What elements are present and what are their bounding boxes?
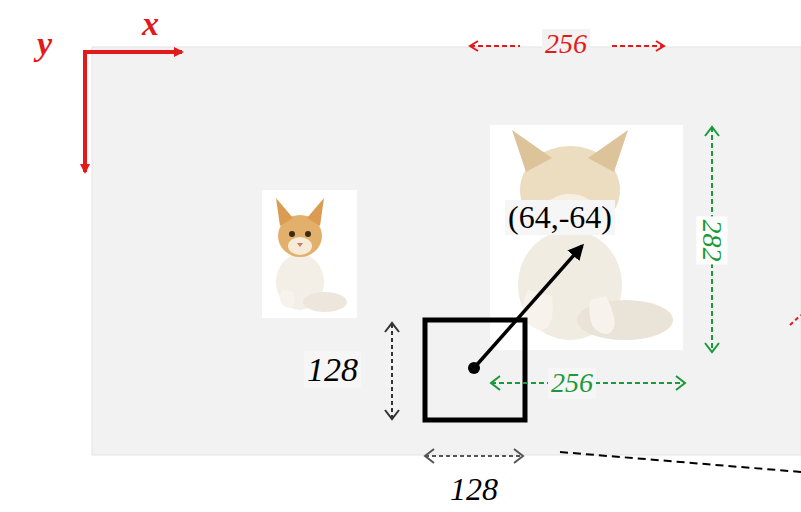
- dimension-label: 256: [548, 368, 596, 399]
- axis-label: x: [142, 5, 159, 42]
- dimension-label: 256: [542, 29, 590, 60]
- small-cat: [262, 190, 357, 318]
- dimension-label: 282: [697, 216, 728, 264]
- canvas-panel: [92, 47, 801, 455]
- offset-label: (64,-64): [505, 200, 615, 235]
- axis-label: y: [37, 25, 52, 62]
- dimension-label: 128: [304, 351, 361, 388]
- query-box: [425, 320, 525, 420]
- dimension-label: 128: [450, 472, 498, 507]
